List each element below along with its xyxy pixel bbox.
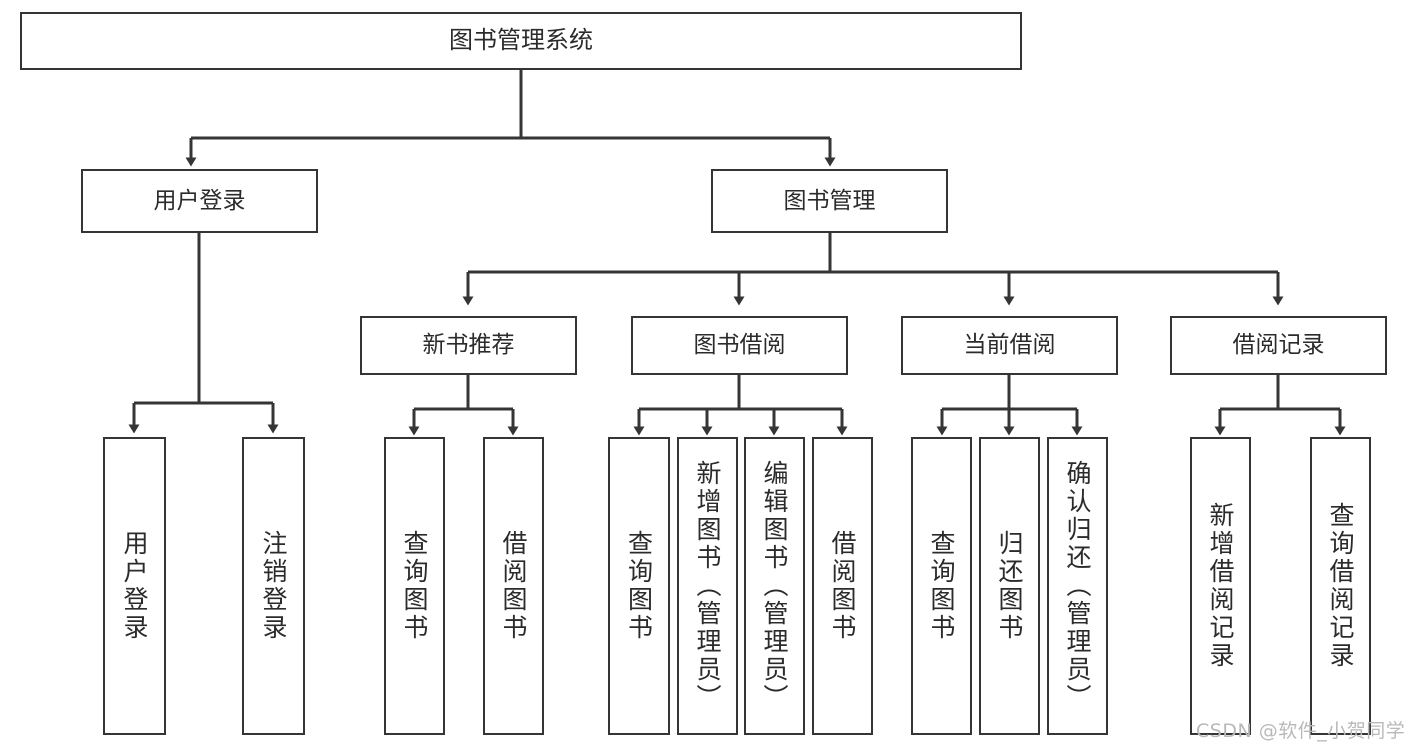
node-label: 查询图书 [624, 530, 654, 642]
node-leaf-query-book-borrow[interactable]: 查询图书 [608, 437, 670, 735]
node-leaf-query-borrow-record[interactable]: 查询借阅记录 [1310, 437, 1371, 735]
node-leaf-logout[interactable]: 注销登录 [242, 437, 305, 735]
node-borrow-record[interactable]: 借阅记录 [1170, 316, 1387, 375]
node-label: 归还图书 [995, 530, 1024, 642]
node-leaf-borrow-book-recommend[interactable]: 借阅图书 [483, 437, 544, 735]
node-label: 新增图书（管理员） [693, 460, 722, 712]
node-leaf-add-borrow-record[interactable]: 新增借阅记录 [1190, 437, 1251, 735]
node-label: 用户登录 [120, 530, 149, 642]
node-leaf-user-login[interactable]: 用户登录 [103, 437, 166, 735]
node-leaf-confirm-return-admin[interactable]: 确认归还（管理员） [1047, 437, 1108, 735]
node-leaf-borrow-book[interactable]: 借阅图书 [812, 437, 873, 735]
node-leaf-add-book-admin[interactable]: 新增图书（管理员） [677, 437, 738, 735]
node-label: 查询借阅记录 [1326, 502, 1355, 670]
node-leaf-query-book-recommend[interactable]: 查询图书 [384, 437, 445, 735]
node-label: 用户登录 [153, 187, 246, 214]
node-label: 借阅记录 [1232, 332, 1325, 359]
node-label: 当前借阅 [963, 332, 1056, 359]
node-leaf-return-book[interactable]: 归还图书 [979, 437, 1040, 735]
node-user-login[interactable]: 用户登录 [81, 169, 318, 233]
node-label: 新增借阅记录 [1206, 502, 1235, 670]
node-label: 借阅图书 [828, 530, 857, 642]
node-book-management[interactable]: 图书管理 [711, 169, 948, 233]
node-root-book-management-system[interactable]: 图书管理系统 [20, 12, 1022, 70]
node-label: 确认归还（管理员） [1063, 460, 1092, 712]
node-leaf-edit-book-admin[interactable]: 编辑图书（管理员） [744, 437, 805, 735]
node-label: 查询图书 [927, 530, 956, 642]
node-label: 图书管理 [783, 187, 876, 214]
node-label: 图书管理系统 [449, 26, 593, 55]
node-label: 新书推荐 [422, 332, 515, 359]
node-label: 借阅图书 [499, 530, 528, 642]
node-label: 编辑图书（管理员） [760, 460, 789, 712]
node-current-borrow[interactable]: 当前借阅 [901, 316, 1118, 375]
node-label: 图书借阅 [693, 332, 786, 359]
node-leaf-query-book-current[interactable]: 查询图书 [911, 437, 972, 735]
node-label: 查询图书 [400, 530, 429, 642]
node-book-borrow[interactable]: 图书借阅 [631, 316, 848, 375]
node-label: 注销登录 [259, 530, 288, 642]
node-new-book-recommend[interactable]: 新书推荐 [360, 316, 577, 375]
watermark-text: CSDN @软件_小贺同学 [1196, 720, 1405, 742]
